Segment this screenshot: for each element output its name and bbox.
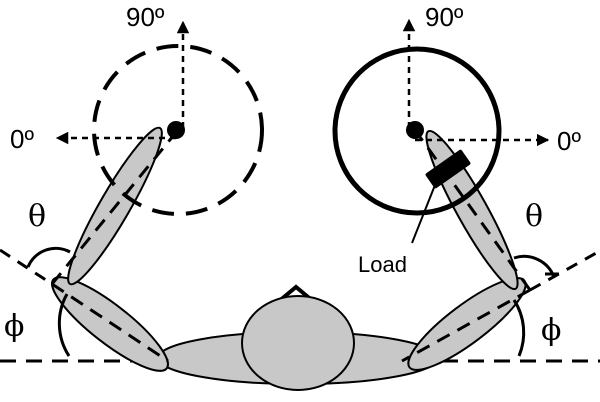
right-upper-arm-axis bbox=[401, 288, 531, 363]
right-theta-arc bbox=[513, 254, 556, 278]
left-theta-arc bbox=[26, 246, 71, 268]
head-circle bbox=[241, 295, 355, 391]
left-target-circle-dashed bbox=[92, 44, 264, 216]
left-theta-label: θ bbox=[28, 199, 46, 234]
right-theta-label: θ bbox=[525, 199, 543, 234]
right-90-label: 90º bbox=[425, 2, 464, 32]
load-pointer-line bbox=[411, 179, 438, 244]
left-90-label: 90º bbox=[126, 2, 165, 32]
right-phi-label: ϕ bbox=[541, 313, 561, 348]
left-0-label: 0º bbox=[10, 124, 34, 154]
right-phi-arc bbox=[512, 299, 526, 357]
right-elbow-reference-line bbox=[529, 250, 599, 292]
load-block bbox=[425, 149, 471, 189]
right-hand-dot bbox=[406, 121, 424, 139]
left-phi-arc bbox=[57, 293, 71, 357]
right-0-label: 0º bbox=[557, 126, 581, 156]
left-forearm-axis bbox=[50, 129, 180, 285]
left-upper-arm-axis bbox=[51, 282, 169, 363]
left-elbow-reference-line bbox=[0, 248, 53, 286]
right-forearm-axis bbox=[413, 129, 532, 291]
load-label: Load bbox=[358, 252, 407, 277]
left-hand-dot bbox=[167, 121, 185, 139]
left-phi-label: ϕ bbox=[4, 309, 24, 344]
right-target-circle-solid bbox=[332, 46, 502, 216]
